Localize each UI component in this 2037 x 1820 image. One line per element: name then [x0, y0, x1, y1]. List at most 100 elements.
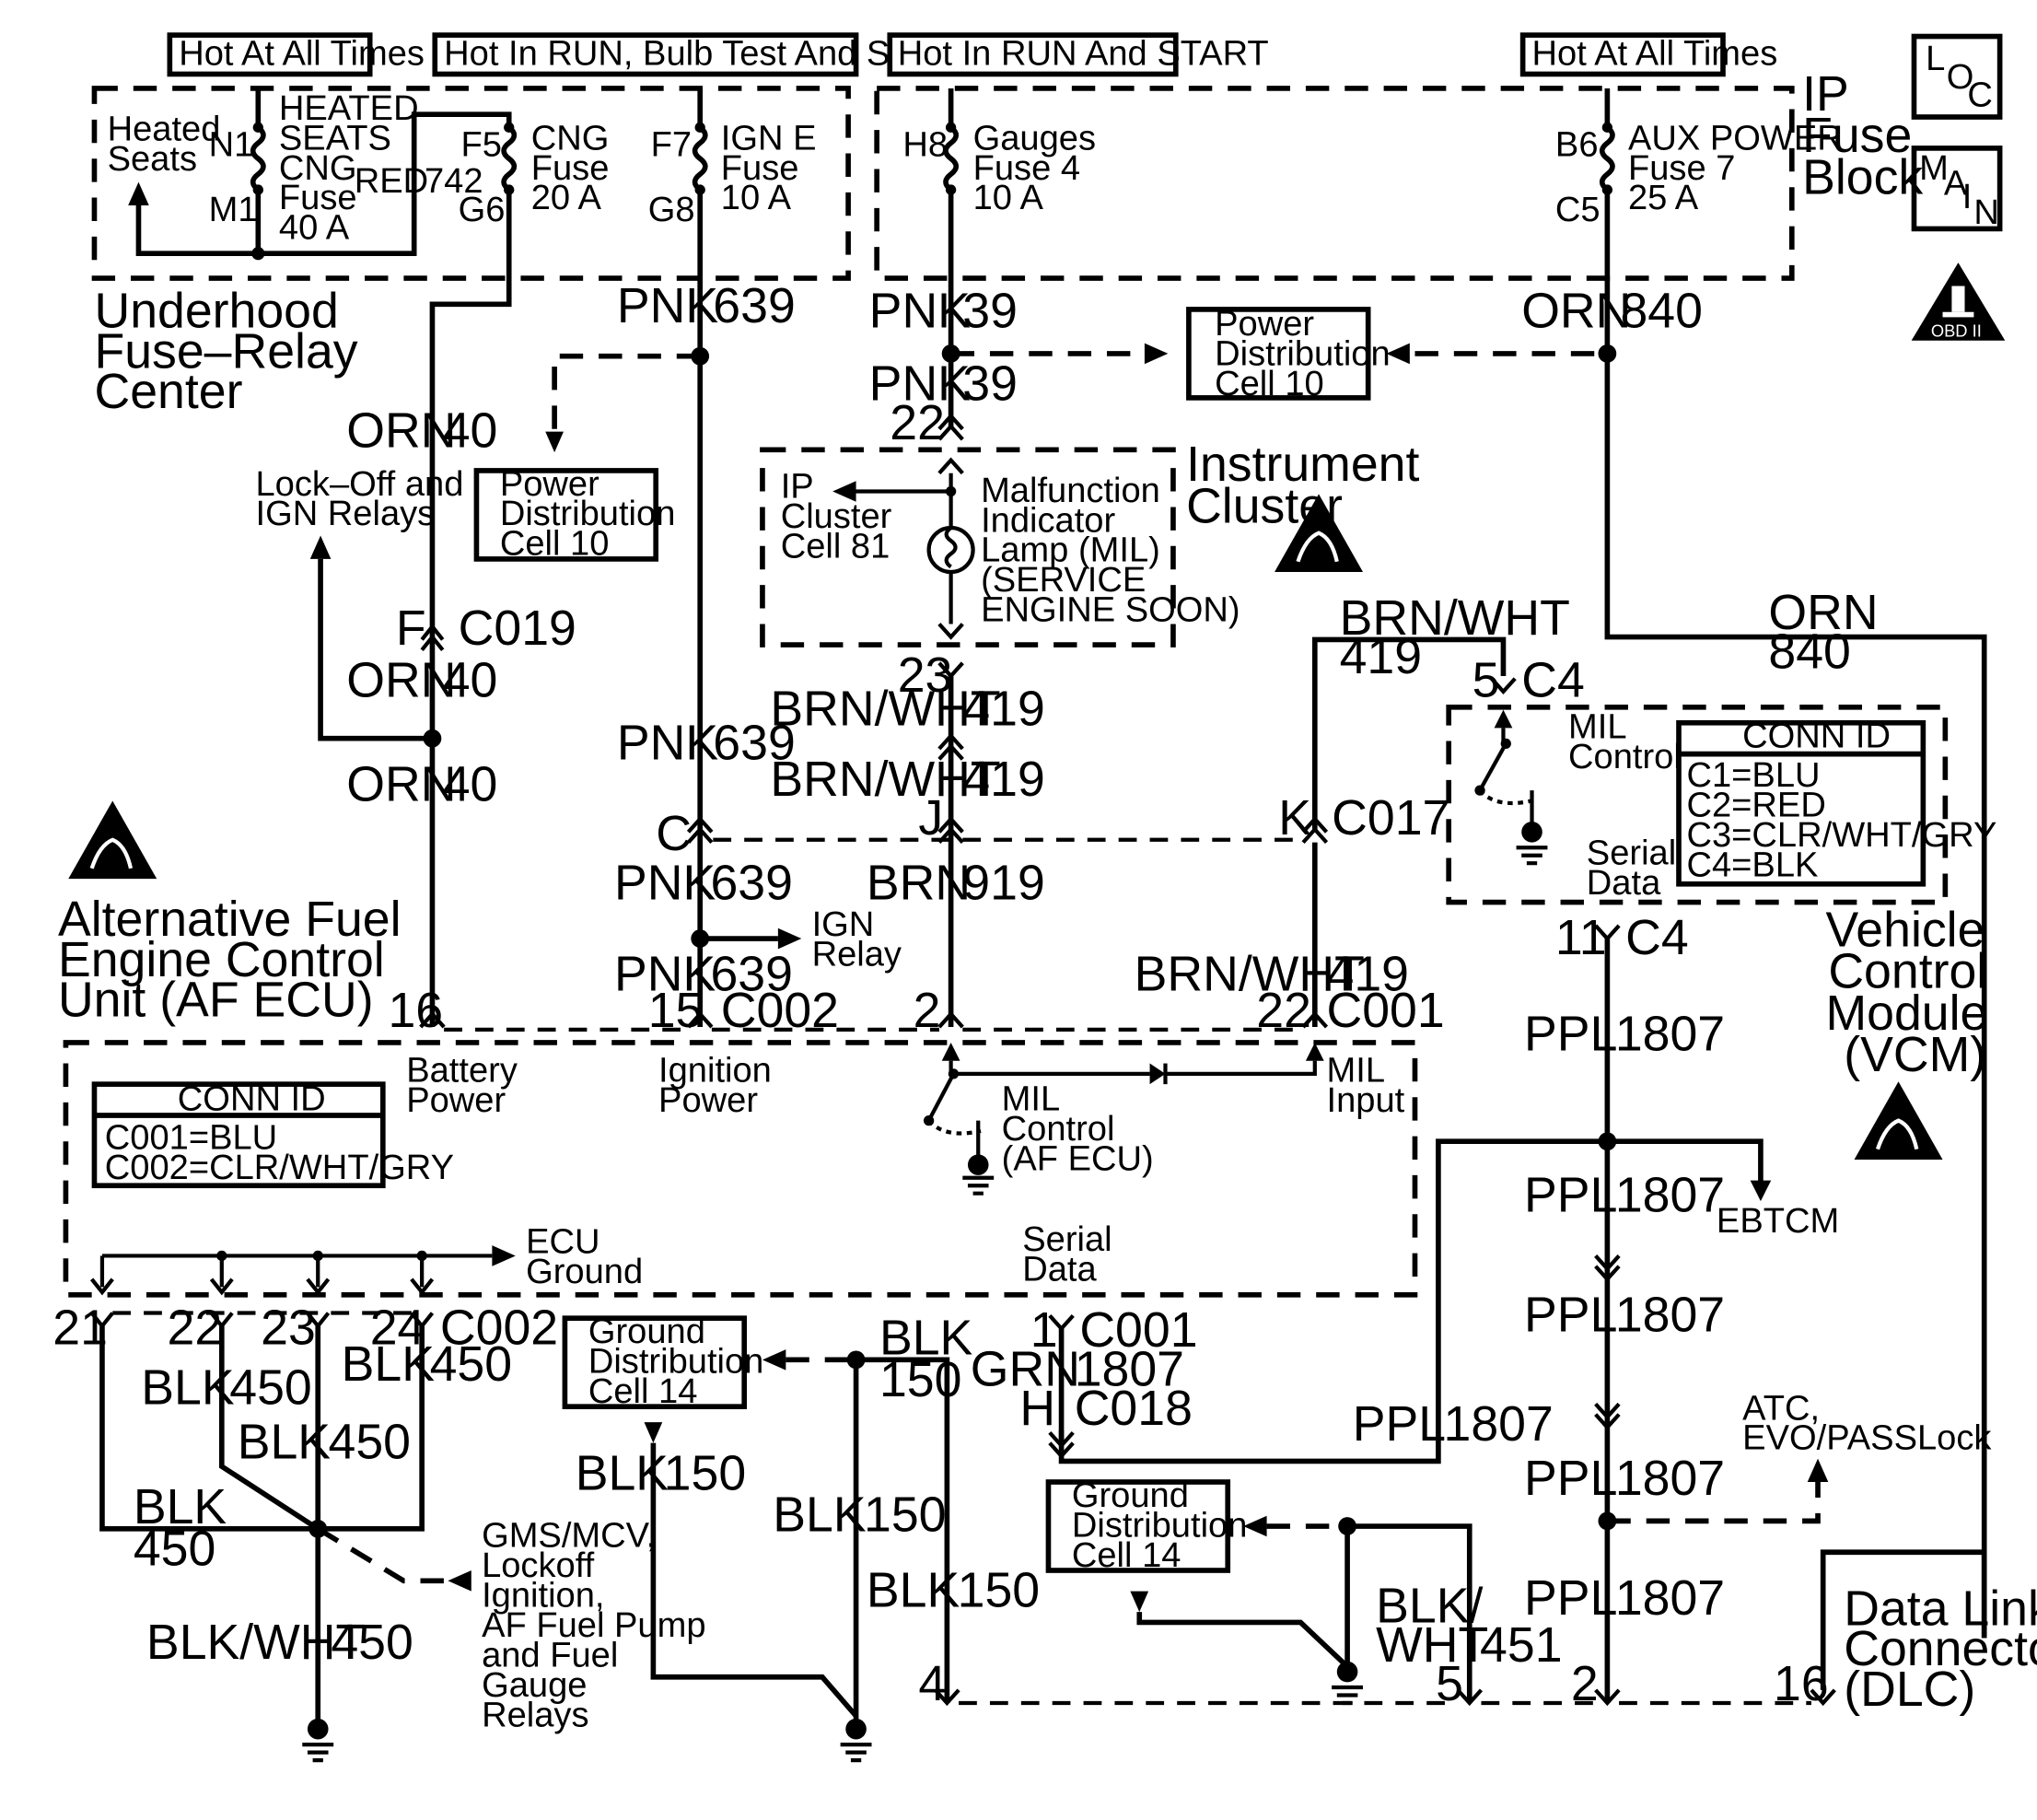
- arrow-down-icon: [1750, 1180, 1772, 1202]
- circuit-419: 419: [1340, 629, 1422, 684]
- mil-lamp-label: Malfunction Indicator Lamp (MIL) (SERVIC…: [981, 472, 1240, 630]
- ignition-power-label: Ignition Power: [658, 1051, 772, 1119]
- arrow-down-icon: [644, 1422, 663, 1443]
- wire-color-ppl: PPL: [1524, 1006, 1617, 1061]
- svg-text:Hot In RUN And START: Hot In RUN And START: [898, 35, 1269, 74]
- circuit-450: 450: [430, 1336, 512, 1392]
- circuit-40: 40: [443, 653, 498, 708]
- svg-text:742: 742: [425, 162, 483, 201]
- svg-text:Power: Power: [1215, 305, 1314, 344]
- connector-c4: C4: [1521, 653, 1585, 708]
- svg-text:HEATED: HEATED: [279, 89, 419, 128]
- svg-text:Cell 81: Cell 81: [781, 528, 890, 566]
- esd-sensitive-icon: [68, 800, 157, 880]
- wire-color-ppl: PPL: [1524, 1287, 1617, 1342]
- circuit-639: 639: [713, 715, 795, 770]
- circuit-150: 150: [879, 1352, 961, 1407]
- svg-text:20 A: 20 A: [531, 179, 602, 217]
- vcm-outline: [1446, 704, 1949, 905]
- arrow-right-icon: [777, 928, 802, 950]
- svg-text:40 A: 40 A: [279, 209, 350, 248]
- circuit-39: 39: [962, 356, 1018, 412]
- svg-text:Heated: Heated: [108, 110, 221, 148]
- gauges-fuse: H8 Gauges Fuse 4 10 A: [902, 88, 1096, 429]
- svg-text:ECU: ECU: [526, 1223, 599, 1262]
- wire-color-blkwht: BLK/WHT: [146, 1615, 366, 1670]
- atc-evo-passlock-label: ATC, EVO/PASSLock: [1742, 1389, 1992, 1457]
- circuit-419: 419: [962, 752, 1044, 807]
- svg-text:(DLC): (DLC): [1844, 1662, 1975, 1717]
- wire-color-brnwht: BRN/WHT: [770, 682, 1000, 737]
- circuit-40: 40: [443, 403, 498, 459]
- svg-text:A: A: [1944, 165, 1968, 204]
- svg-text:Hot At All Times: Hot At All Times: [1532, 35, 1778, 74]
- svg-text:CNG: CNG: [531, 119, 610, 158]
- svg-text:Power: Power: [500, 465, 599, 504]
- wire-color-orn: ORN: [1768, 585, 1878, 640]
- wire-color-brnwht: BRN/WHT: [770, 752, 1000, 807]
- ecu-mil-control-switch: MIL Control (AF ECU): [923, 1042, 1154, 1196]
- svg-text:Lockoff: Lockoff: [482, 1546, 595, 1585]
- svg-text:CONN ID: CONN ID: [178, 1079, 326, 1118]
- circuit-840: 840: [1768, 624, 1850, 679]
- wire-color-ppl: PPL: [1524, 1570, 1617, 1626]
- af-ecu-outline: [63, 1040, 1418, 1298]
- connector-pin-23: 23: [261, 1300, 316, 1355]
- svg-text:MIL: MIL: [1568, 708, 1627, 747]
- circuit-450: 450: [329, 1415, 411, 1470]
- svg-text:M: M: [1919, 149, 1949, 188]
- svg-text:Ground: Ground: [1072, 1476, 1189, 1515]
- wire-color-blk: BLK: [141, 1359, 235, 1415]
- connector-pin-16: 16: [388, 983, 443, 1038]
- wire-color-pnk: PNK: [617, 278, 718, 333]
- vcm-label: Vehicle Control Module (VCM): [1825, 903, 1987, 1082]
- arrow-left-icon: [1243, 1515, 1267, 1537]
- svg-text:Cell 10: Cell 10: [1215, 365, 1324, 403]
- svg-text:Fuse 7: Fuse 7: [1628, 149, 1735, 188]
- svg-text:ENGINE SOON): ENGINE SOON): [981, 591, 1240, 630]
- svg-text:SEATS: SEATS: [279, 119, 391, 158]
- wire-color-blk-slash: BLK/: [1376, 1578, 1483, 1633]
- wire-color-blk: BLK: [879, 1311, 973, 1366]
- svg-text:L: L: [1926, 40, 1945, 78]
- header-hot-all-times-left: Hot At All Times: [167, 32, 425, 77]
- af-ecu-label: Alternative Fuel Engine Control Unit (AF…: [58, 892, 402, 1028]
- svg-text:Cell 14: Cell 14: [1072, 1536, 1181, 1575]
- connector-pin-j: J: [918, 790, 943, 846]
- svg-text:(AF ECU): (AF ECU): [1002, 1139, 1154, 1178]
- header-hot-run-start: Hot In RUN And START: [887, 32, 1269, 77]
- svg-text:H8: H8: [902, 125, 948, 164]
- arrow-right-icon: [492, 1245, 516, 1266]
- heated-seats-fuse: Heated Seats N1 M1 HEATED SEATS CNG Fuse…: [108, 88, 512, 261]
- connector-pin-22: 22: [168, 1300, 223, 1355]
- wire-color-pnk: PNK: [869, 284, 971, 339]
- svg-text:Gauges: Gauges: [973, 119, 1096, 158]
- svg-text:Engine Control: Engine Control: [58, 932, 385, 987]
- svg-text:RED: RED: [355, 162, 428, 201]
- svg-text:OBD II: OBD II: [1931, 321, 1982, 341]
- svg-text:Alternative Fuel: Alternative Fuel: [58, 892, 402, 947]
- svg-text:Ignition: Ignition: [658, 1051, 772, 1090]
- wire-color-orn: ORN: [346, 403, 456, 459]
- wire-color-orn: ORN: [346, 653, 456, 708]
- svg-text:Distribution: Distribution: [588, 1342, 764, 1381]
- svg-text:Ground: Ground: [526, 1253, 643, 1291]
- svg-text:Lock–Off and: Lock–Off and: [255, 465, 463, 504]
- wire-color-blk: BLK: [134, 1479, 227, 1534]
- svg-text:Fuse–Relay: Fuse–Relay: [94, 323, 357, 379]
- svg-text:Malfunction: Malfunction: [981, 472, 1160, 510]
- svg-text:C1=BLU: C1=BLU: [1686, 756, 1820, 795]
- svg-text:Fuse: Fuse: [531, 149, 610, 188]
- wire-color-ppl: PPL: [1353, 1396, 1446, 1452]
- svg-text:Data: Data: [1022, 1250, 1097, 1289]
- connector-pin-c: C: [656, 806, 692, 861]
- ground-distribution-cell-14-box: Ground Distribution Cell 14: [562, 1312, 764, 1411]
- ecu-conn-id-box: CONN ID C001=BLU C002=CLR/WHT/GRY: [91, 1079, 454, 1189]
- circuit-840: 840: [1620, 284, 1702, 339]
- ecu-ground-label: ECU Ground: [526, 1223, 643, 1291]
- svg-text:MIL: MIL: [1002, 1079, 1061, 1118]
- svg-text:CNG: CNG: [279, 149, 357, 188]
- wire-color-pnk: PNK: [869, 356, 971, 412]
- aux-power-fuse: B6 C5 AUX POWER Fuse 7 25 A: [1555, 88, 1987, 1639]
- main-symbol: M A I N: [1911, 146, 2003, 232]
